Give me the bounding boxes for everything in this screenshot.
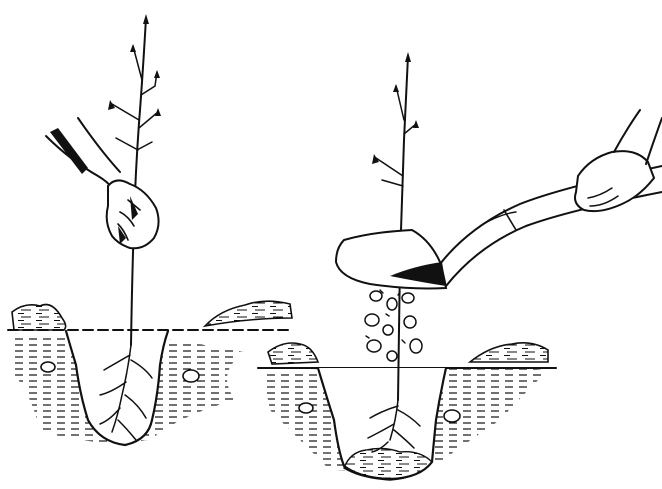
stone xyxy=(444,410,460,422)
right-seedling-stem xyxy=(398,56,408,400)
left-hand-icon xyxy=(46,118,159,248)
stone xyxy=(41,362,55,372)
loose-soil xyxy=(344,448,432,480)
left-panel xyxy=(8,14,292,445)
right-hand-icon xyxy=(575,110,662,211)
falling-soil xyxy=(365,290,422,361)
stone xyxy=(183,370,199,382)
stone xyxy=(299,403,313,413)
right-panel xyxy=(258,52,662,480)
